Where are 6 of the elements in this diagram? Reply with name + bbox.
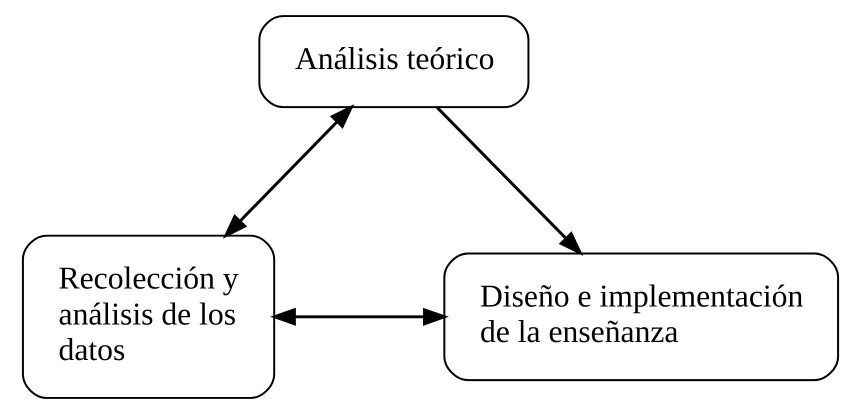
node-box: Recolección y análisis de los datos: [22, 234, 276, 399]
node-box: Análisis teórico: [258, 15, 530, 108]
node-box: Diseño e implementación de la enseñanza: [443, 252, 840, 382]
arrow: [436, 106, 584, 256]
arrow: [270, 308, 449, 326]
arrow: [222, 104, 354, 239]
